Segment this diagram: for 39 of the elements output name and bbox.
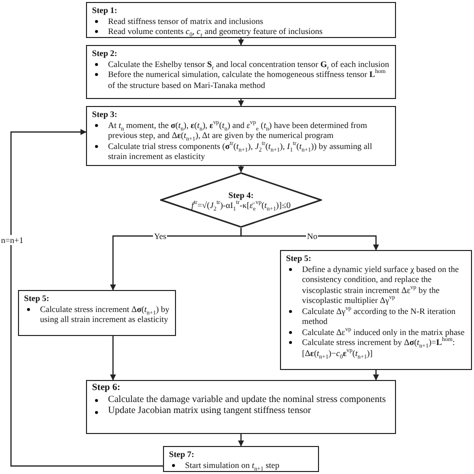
bullet-item: Read stiffness tensor of matrix and inclusions xyxy=(92,16,390,26)
arrow xyxy=(238,166,244,172)
bullet-item: Before the numerical simulation, calculate the homogeneous stiffness tensor L$^{hom}$ of the structure based on Mari-Tanaka method xyxy=(92,69,390,90)
process-box xyxy=(86,45,396,99)
bullet-item: Calculate the damage variable and update the nominal stress components xyxy=(92,394,390,406)
arrow xyxy=(373,370,379,380)
step-heading: Step 3: xyxy=(92,109,118,120)
process-box xyxy=(86,380,396,434)
bullet-item: Calculate Δε$^{vp}$ induced only in the matrix phase xyxy=(286,326,466,337)
arrow xyxy=(10,129,163,467)
step-heading: Step 7: xyxy=(169,449,196,460)
step-heading: Step 1: xyxy=(92,5,118,16)
arrow xyxy=(110,336,116,380)
arrow xyxy=(240,228,379,250)
bullet-item: Calculate stress increment Δσ(t$_{n+1}$) by using all strain increment as elasticity xyxy=(24,304,170,324)
bullet-item: Calculate trial stress components (σ$^{tr}$(t$_{n+1}$), J$_{2}$$^{tr}$(t$_{n+1}$), I$_{1}$$^{tr}$(t$_{n+1}$)) by assuming all strain increment as elasticity xyxy=(92,140,390,162)
arrow xyxy=(238,99,244,106)
edge-label: No xyxy=(306,231,318,241)
bullet-item: Calculate the Eshelby tensor S$_{r}$ and local concentration tensor G$_{r}$ of each inclusion xyxy=(92,58,390,69)
edge-label: n=n+1 xyxy=(0,235,24,245)
arrow xyxy=(238,38,244,46)
bullet-item: Calculate stress increment by Δσ(t$_{n+1}$)=L$^{hom}$:[Δε(t$_{n+1}$)−c$_{0}$ε$^{vp}$(t$_{n+1}$)] xyxy=(286,337,466,358)
edge-label: Yes xyxy=(153,231,168,241)
step-heading: Step 6: xyxy=(92,383,122,394)
step-heading: Step 2: xyxy=(92,48,118,58)
arrow xyxy=(238,434,244,446)
process-box xyxy=(86,2,396,38)
step-heading: Step 5: xyxy=(24,293,50,304)
bullet-item: Read volume contents c$_{0}$, c$_{r}$ and geometry feature of inclusions xyxy=(92,26,390,36)
condition-formula: f$^{tr}$=√(J$_{2}$$^{tr}$)-αI$_{1}$$^{tr}$-κ[ε̄$_{e}$$^{vp}$(t$_{n+1}$)]≤0 xyxy=(191,200,291,210)
bullet-item: Update Jacobian matrix using tangent stiffness tensor xyxy=(92,406,390,418)
step-heading: Step 4: xyxy=(228,190,254,200)
process-box xyxy=(18,290,176,336)
step-heading: Step 5: xyxy=(286,253,312,264)
bullet-item: Start simulation on t$_{n+1}$ step xyxy=(169,460,313,470)
process-box xyxy=(163,446,319,472)
process-box xyxy=(86,106,396,166)
process-box xyxy=(280,250,472,370)
decision-diamond xyxy=(160,172,322,228)
